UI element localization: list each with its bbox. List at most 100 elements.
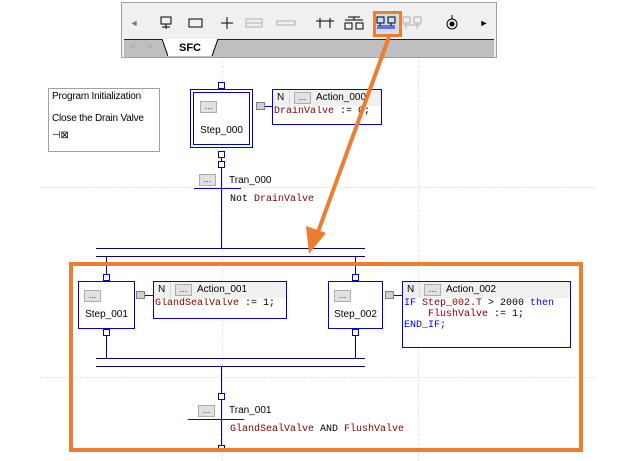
code-keyword: IF [404, 298, 423, 309]
action-collapse-button[interactable] [256, 102, 265, 110]
jump-icon [276, 20, 296, 26]
divider [170, 282, 171, 298]
toolbar-scroll-right-button[interactable]: ► [474, 13, 494, 33]
transition-properties-button[interactable]: ... [199, 174, 216, 186]
action-name: Action_000 [316, 92, 367, 103]
action-properties-button[interactable]: ... [175, 284, 192, 296]
caret-right-icon: ► [479, 18, 489, 28]
action-code[interactable]: GlandSealValve := 1; [154, 298, 286, 309]
step-output-connector[interactable] [103, 329, 110, 336]
code-text: AND [314, 424, 345, 435]
code-line: IF Step_002.T > 2000 then [404, 298, 570, 309]
tab-sfc[interactable]: SFC [168, 39, 212, 56]
selection-branch-icon [316, 18, 334, 28]
step-step-001[interactable]: ... Step_001 [78, 281, 135, 329]
action-qualifier[interactable]: N [158, 284, 166, 295]
action-action-002[interactable]: N ... Action_002 IF Step_002.T > 2000 th… [402, 281, 571, 348]
action-link [265, 106, 272, 107]
link [221, 383, 222, 393]
branch-tool-button[interactable] [244, 13, 264, 33]
action-link [394, 295, 402, 296]
code-variable: DrainValve [254, 194, 315, 205]
action-collapse-button[interactable] [385, 291, 394, 299]
code-variable: GlandSealValve [230, 424, 315, 435]
transition-input-connector[interactable] [218, 161, 225, 168]
action-name: Action_001 [197, 284, 248, 295]
transition-condition[interactable]: GlandSealValve AND FlushValve [229, 424, 404, 435]
step-input-connector[interactable] [103, 274, 110, 281]
code-line: GlandSealValve := 1; [155, 298, 286, 309]
simultaneous-divergence-line[interactable] [96, 248, 365, 249]
comment-box[interactable]: Program Initialization Close the Drain V… [48, 88, 160, 152]
action-collapse-button[interactable] [136, 291, 145, 299]
simultaneous-divergence-line[interactable] [96, 256, 365, 257]
action-properties-button[interactable]: ... [294, 92, 311, 104]
code-text: > 2000 [482, 298, 531, 309]
code-line: FlushValve := 1; [404, 309, 570, 320]
jump-tool-button[interactable] [276, 13, 296, 33]
pin-icon: ⊣⊠ [52, 130, 69, 141]
add-selection-branch-icon [402, 16, 422, 29]
step-properties-button[interactable]: ... [334, 290, 351, 302]
stop-tool-button[interactable] [442, 13, 462, 33]
link [355, 336, 356, 358]
code-keyword: END_IF; [404, 320, 447, 331]
step-tool-button[interactable] [156, 13, 176, 33]
step-step-000[interactable]: ... Step_000 [190, 89, 253, 148]
selection-branch-tool-button[interactable] [315, 13, 335, 33]
stop-icon [446, 15, 458, 30]
comment-line: Close the Drain Valve [52, 113, 144, 124]
simultaneous-branch-icon [344, 16, 364, 30]
action-tool-button[interactable] [186, 13, 206, 33]
tab-next-button[interactable]: > [146, 41, 153, 53]
code-variable: FlushValve [428, 309, 489, 320]
action-code[interactable]: DrainValve := 0; [273, 106, 381, 117]
step-input-connector[interactable] [218, 82, 225, 89]
action-action-001[interactable]: N ... Action_001 GlandSealValve := 1; [153, 281, 287, 319]
link [221, 158, 222, 161]
step-name: Step_001 [85, 309, 128, 320]
step-input-connector[interactable] [352, 274, 359, 281]
branch-icon [245, 18, 263, 28]
link [221, 366, 222, 383]
transition-condition[interactable]: Not DrainValve [229, 194, 314, 205]
step-properties-button[interactable]: ... [84, 290, 101, 302]
action-code[interactable]: IF Step_002.T > 2000 then FlushValve := … [403, 298, 570, 331]
transition-bar-tran-000[interactable] [194, 188, 241, 189]
transition-bar-tran-001[interactable] [188, 419, 244, 420]
code-text: := 1; [488, 309, 525, 320]
grid-line [222, 60, 223, 461]
code-variable: DrainValve [274, 106, 335, 117]
code-line: END_IF; [404, 320, 570, 331]
code-line: DrainValve := 0; [274, 106, 381, 117]
action-name: Action_002 [446, 284, 497, 295]
simultaneous-convergence-line[interactable] [96, 366, 365, 367]
arrow-head-icon [306, 226, 326, 254]
step-output-connector[interactable] [352, 329, 359, 336]
simultaneous-branch-tool-button[interactable] [344, 13, 364, 33]
link [221, 400, 222, 445]
add-simultaneous-branch-tool-button[interactable] [376, 13, 396, 33]
step-name: Step_000 [200, 125, 243, 136]
code-variable: GlandSealValve [155, 298, 240, 309]
step-properties-button[interactable]: ... [200, 101, 217, 113]
tab-prev-button[interactable]: < [130, 41, 137, 53]
action-properties-button[interactable]: ... [424, 284, 441, 296]
step-output-connector[interactable] [218, 151, 225, 158]
action-qualifier[interactable]: N [277, 92, 285, 103]
action-qualifier[interactable]: N [407, 284, 415, 295]
transition-input-connector[interactable] [218, 393, 225, 400]
toolbar-scroll-left-button[interactable]: ◄ [124, 13, 144, 33]
grid-line [40, 187, 596, 188]
transition-icon [221, 17, 233, 29]
code-keyword: then [530, 298, 555, 309]
action-icon [188, 18, 203, 28]
simultaneous-convergence-line[interactable] [96, 358, 365, 359]
step-step-002[interactable]: ... Step_002 [328, 281, 383, 329]
link [221, 168, 222, 248]
code-variable: FlushValve [344, 424, 405, 435]
transition-properties-button[interactable]: ... [198, 405, 215, 417]
transition-tool-button[interactable] [217, 13, 237, 33]
add-selection-branch-tool-button[interactable] [402, 13, 422, 33]
